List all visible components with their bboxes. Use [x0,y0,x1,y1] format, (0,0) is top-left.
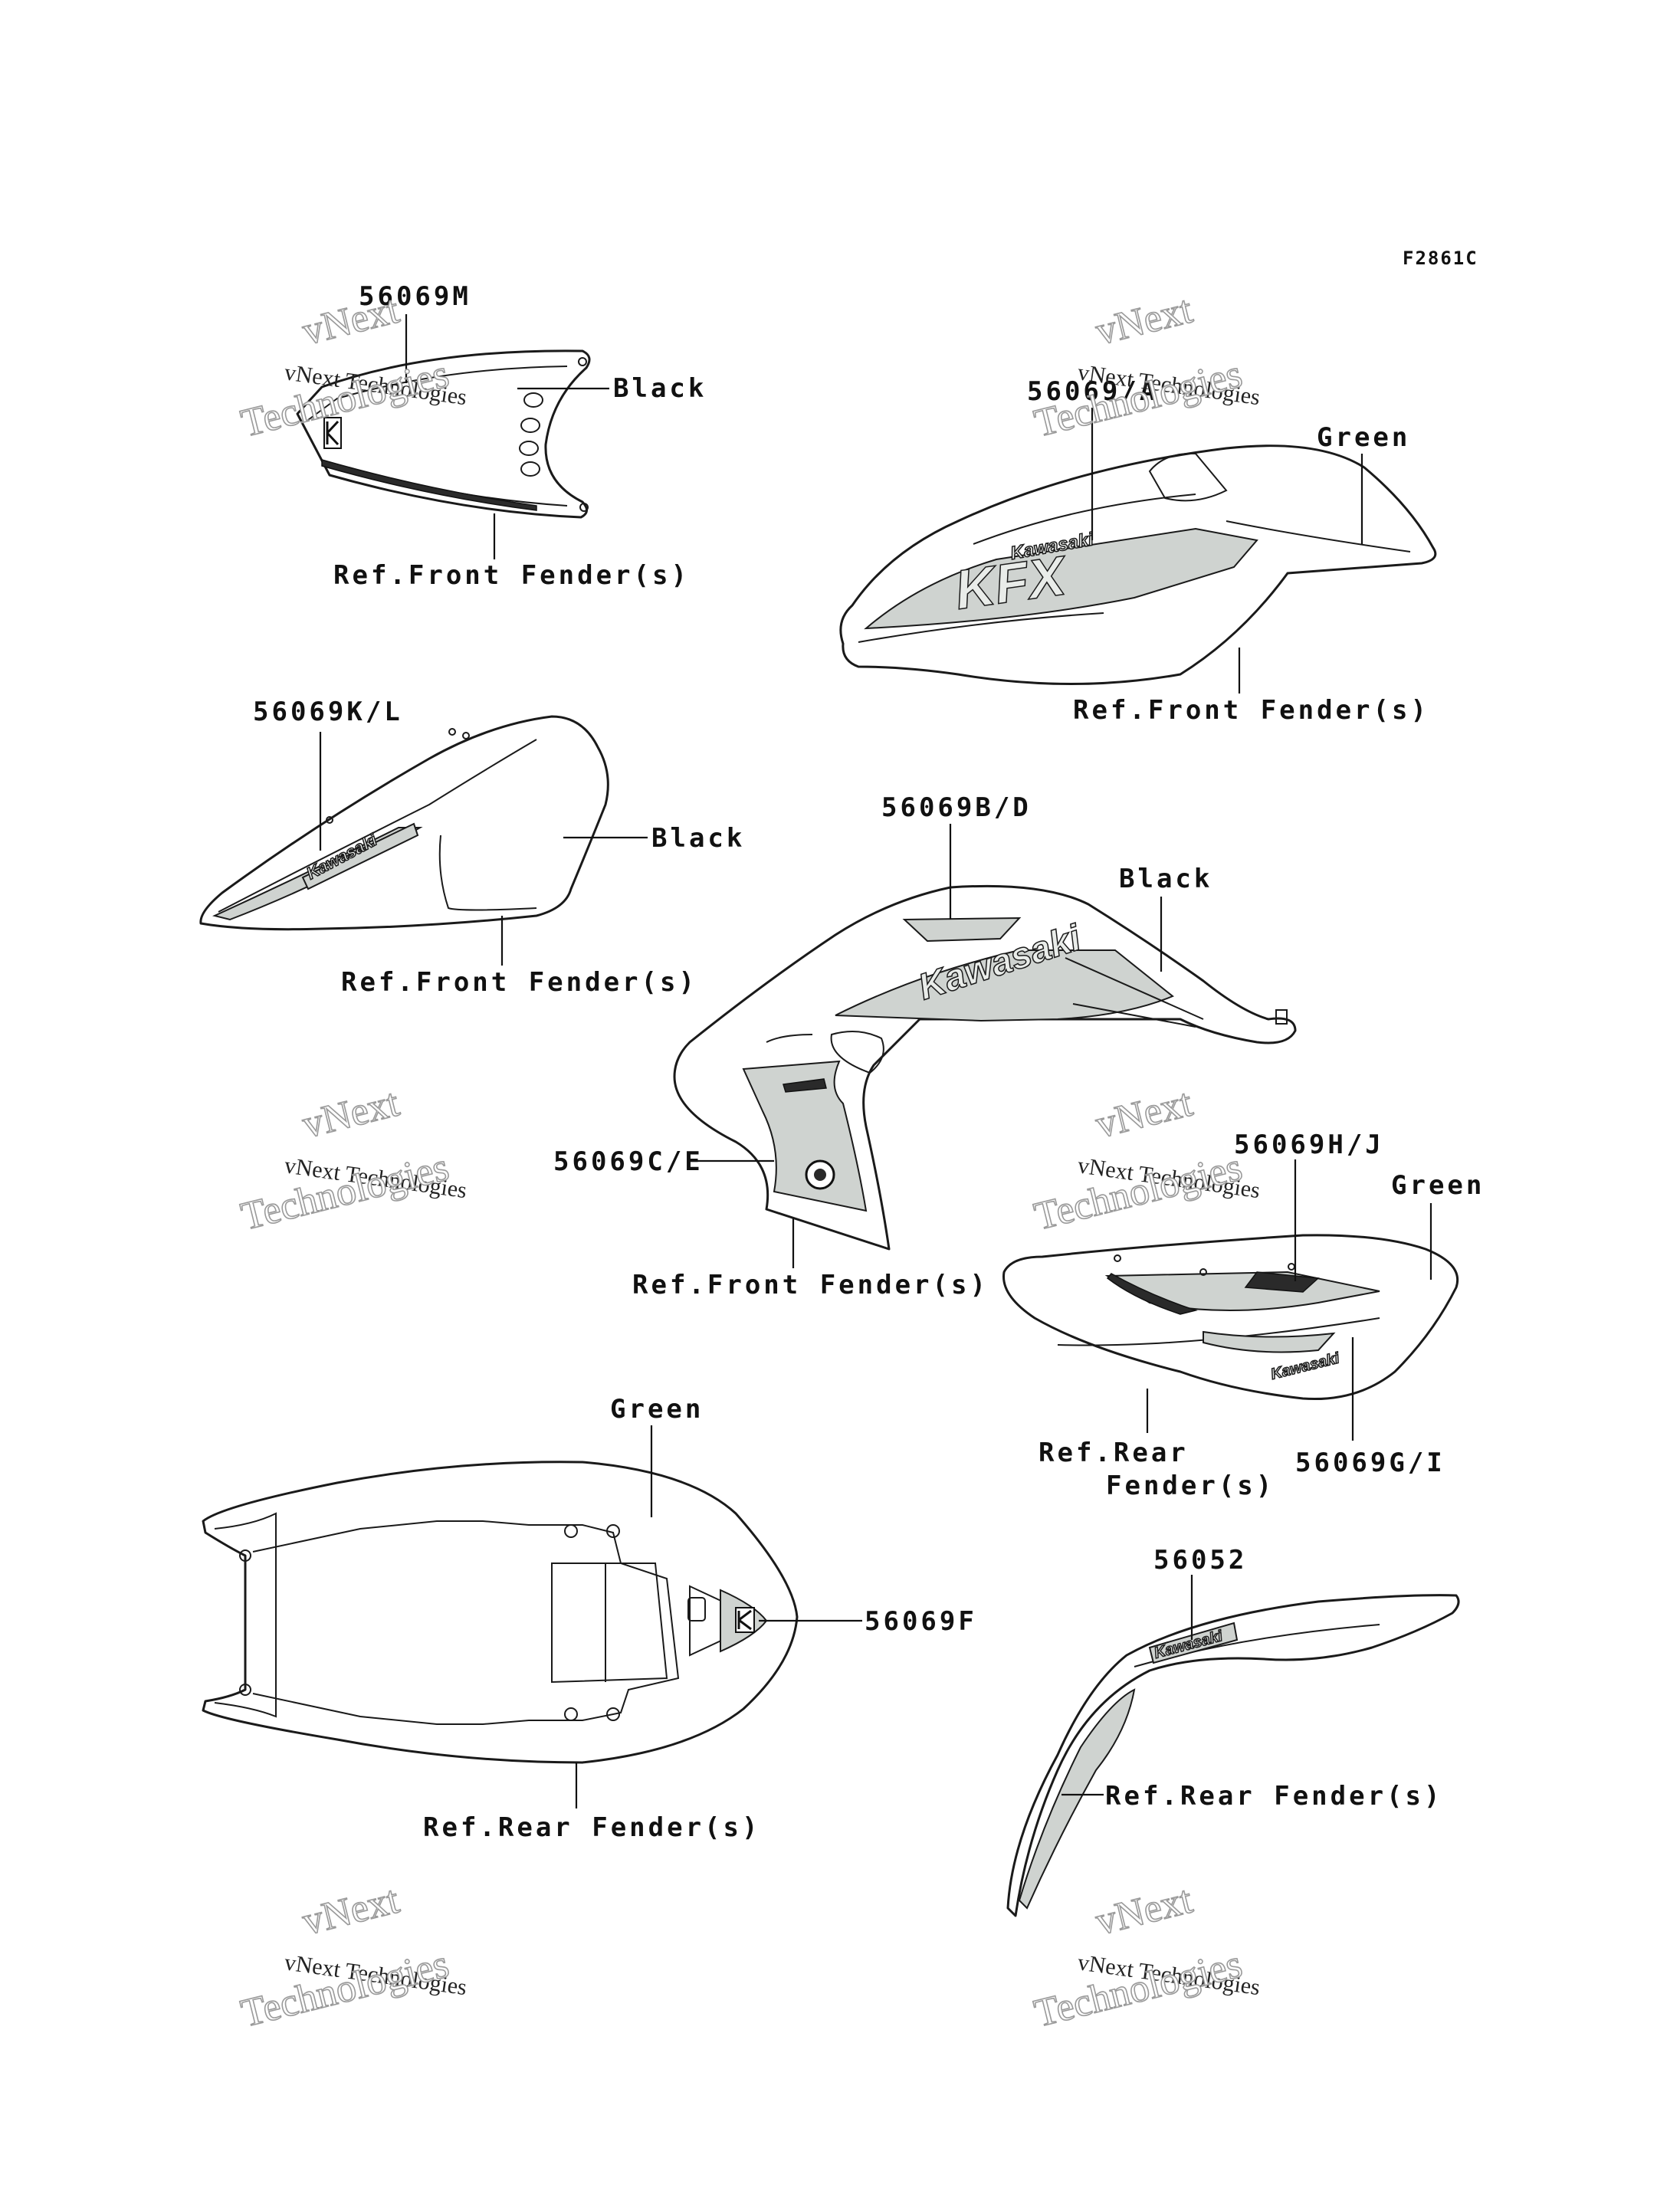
svg-text:Technologies: Technologies [237,1942,453,2035]
label-56052: 56052 [1153,1545,1247,1576]
label-56069HJ: 56069H/J [1234,1130,1384,1160]
figure-code: F2861C [1403,248,1478,269]
watermark-top-right: vNext vNext Technologies Technologies [1029,287,1262,447]
svg-text:Technologies: Technologies [1030,1145,1246,1238]
part-56069A-shroud: KFX Kawasaki [839,444,1437,685]
svg-text:vNext: vNext [298,1877,404,1943]
watermark-bottom-right: vNext vNext Technologies Technologies [1029,1877,1262,2037]
svg-text:vNext: vNext [1091,287,1197,353]
label-green-1: Green [1317,422,1410,453]
label-56069CE: 56069C/E [553,1146,704,1177]
label-56069BD: 56069B/D [881,792,1032,823]
label-56069GI: 56069G/I [1295,1448,1445,1478]
label-green-3: Green [610,1394,704,1425]
label-ref-front-fender-4: Ref.Front Fender(s) [632,1270,989,1300]
part-56069HJ-side-panel: Kawasaki [1002,1234,1459,1401]
label-ref-rear-fender-1b: Fender(s) [1106,1471,1275,1501]
label-56069F: 56069F [865,1606,977,1637]
label-ref-rear-fender-2: Ref.Rear Fender(s) [423,1812,760,1843]
part-56052-rear-fender: Kawasaki [1006,1594,1460,1917]
svg-text:Technologies: Technologies [1030,352,1246,445]
part-56069F-rear-fender [202,1461,799,1764]
label-ref-rear-fender-1a: Ref.Rear [1039,1438,1189,1468]
label-green-2: Green [1391,1170,1485,1201]
watermark-mid-left: vNext vNext Technologies Technologies [236,1080,468,1240]
svg-text:vNext: vNext [1091,1080,1197,1146]
label-ref-front-fender-3: Ref.Front Fender(s) [341,967,697,998]
label-56069KL: 56069K/L [253,697,403,727]
svg-text:Technologies: Technologies [1030,1942,1246,2035]
kawasaki-k-logo-icon [323,417,342,449]
svg-text:vNext: vNext [1091,1877,1197,1943]
label-ref-rear-fender-3: Ref.Rear Fender(s) [1105,1781,1442,1812]
label-black-2: Black [651,823,745,854]
label-ref-front-fender-2: Ref.Front Fender(s) [1073,695,1429,726]
part-56069M-panel [296,349,591,519]
label-black-3: Black [1119,864,1212,894]
label-ref-front-fender-1: Ref.Front Fender(s) [333,560,690,591]
watermark-mid-right: vNext vNext Technologies Technologies [1029,1080,1262,1240]
watermark-bottom-left: vNext vNext Technologies Technologies [236,1877,468,2037]
label-black-1: Black [613,373,707,404]
label-56069A: 56069/A [1027,376,1158,407]
part-56069BD-shroud: Kawasaki [673,884,1297,1251]
svg-text:vNext: vNext [298,287,404,353]
part-56069KL-panel: Kawasaki [199,715,609,931]
svg-text:Technologies: Technologies [237,1145,453,1238]
svg-text:vNext: vNext [298,1080,404,1146]
kawasaki-k-logo-icon [735,1607,755,1633]
label-56069M: 56069M [359,281,471,312]
